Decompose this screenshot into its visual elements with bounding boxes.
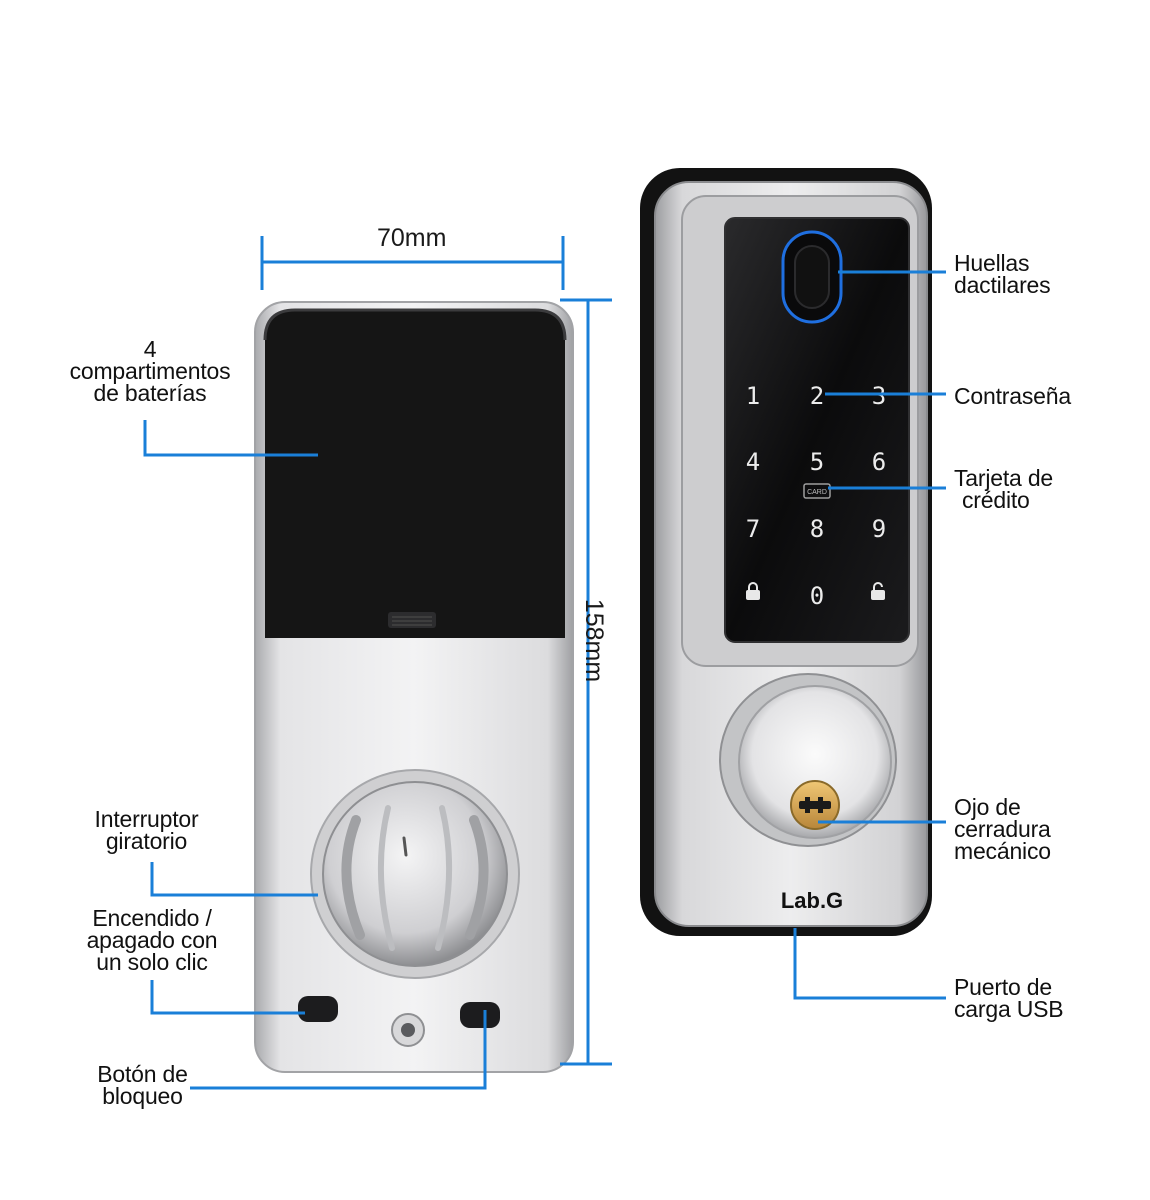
- unlock-icon: [871, 582, 885, 600]
- keypad-digit-1[interactable]: 1: [746, 382, 760, 410]
- keypad-digit-2[interactable]: 2: [810, 382, 824, 410]
- one-click-label-line3: un solo clic: [96, 949, 208, 975]
- lock-button-label: Botón de bloqueo: [75, 1061, 210, 1109]
- battery-compartment-label: 4 compartimentos de baterías: [50, 336, 250, 406]
- card-icon: CARD: [803, 483, 831, 499]
- one-click-label-line1: Encendido /: [92, 905, 212, 931]
- lock-icon: [746, 582, 760, 600]
- height-label: 158mm: [580, 598, 609, 683]
- callout-lines: [143, 270, 946, 1090]
- battery-label-line1: 4: [143, 336, 157, 362]
- brand-logo: Lab.G: [781, 888, 843, 913]
- keypad-digit-7[interactable]: 7: [746, 515, 760, 543]
- key-cylinder-label-line2: cerradura: [954, 816, 1051, 842]
- rotary-knob: [322, 781, 508, 967]
- fingerprint-label-line1: Huellas: [954, 250, 1030, 276]
- key-cylinder-label-line3: mecánico: [954, 838, 1051, 864]
- interior-unit: [254, 301, 574, 1073]
- rotary-switch-label: Interruptor giratorio: [64, 806, 229, 854]
- keypad-digit-4[interactable]: 4: [746, 448, 760, 476]
- keypad-digit-0[interactable]: 0: [810, 582, 824, 610]
- one-click-label-line2: apagado con: [86, 927, 218, 953]
- keypad-digit-3[interactable]: 3: [872, 382, 886, 410]
- card-label-line2: crédito: [962, 487, 1030, 513]
- lock-button-label-line2: bloqueo: [102, 1083, 183, 1109]
- height-dimension: [560, 298, 612, 1066]
- one-click-label: Encendido / apagado con un solo clic: [62, 905, 242, 975]
- width-dimension: [260, 236, 565, 290]
- width-label: 70mm: [377, 224, 447, 252]
- one-click-button: [298, 996, 338, 1022]
- usb-port-label: Puerto de carga USB: [954, 974, 1064, 1022]
- cover-latch: [388, 612, 436, 628]
- usb-label-line1: Puerto de: [954, 974, 1052, 1000]
- fingerprint-sensor-icon: [781, 230, 843, 324]
- card-label-callout: Tarjeta de crédito: [954, 465, 1054, 513]
- rotary-label-line2: giratorio: [105, 828, 188, 854]
- password-label-line1: Contraseña: [954, 383, 1071, 409]
- keypad-digit-9[interactable]: 9: [872, 515, 886, 543]
- fingerprint-label-line2: dactilares: [954, 272, 1051, 298]
- battery-label-line2: compartimentos: [69, 358, 231, 384]
- lock-button-label-line1: Botón de: [97, 1061, 188, 1087]
- keypad: 1 2 3 4 5 6 7 8 9 0: [746, 382, 886, 610]
- keypad-digit-6[interactable]: 6: [872, 448, 886, 476]
- fingerprint-label: Huellas dactilares: [954, 250, 1051, 298]
- touch-glass-panel: [724, 217, 910, 643]
- rotary-label-line1: Interruptor: [94, 806, 199, 832]
- key-cylinder: [719, 673, 897, 847]
- key-cylinder-label: Ojo de cerradura mecánico: [954, 794, 1051, 864]
- lock-button: [460, 1002, 500, 1028]
- usb-label-line2: carga USB: [954, 996, 1064, 1022]
- keypad-digit-8[interactable]: 8: [810, 515, 824, 543]
- battery-label-line3: de baterías: [93, 380, 207, 406]
- card-label: CARD: [807, 489, 827, 496]
- keypad-digit-5[interactable]: 5: [810, 448, 824, 476]
- battery-cover: [265, 310, 565, 638]
- password-label: Contraseña: [954, 383, 1071, 409]
- key-cylinder-label-line1: Ojo de: [954, 794, 1021, 820]
- card-label-line1: Tarjeta de: [954, 465, 1054, 491]
